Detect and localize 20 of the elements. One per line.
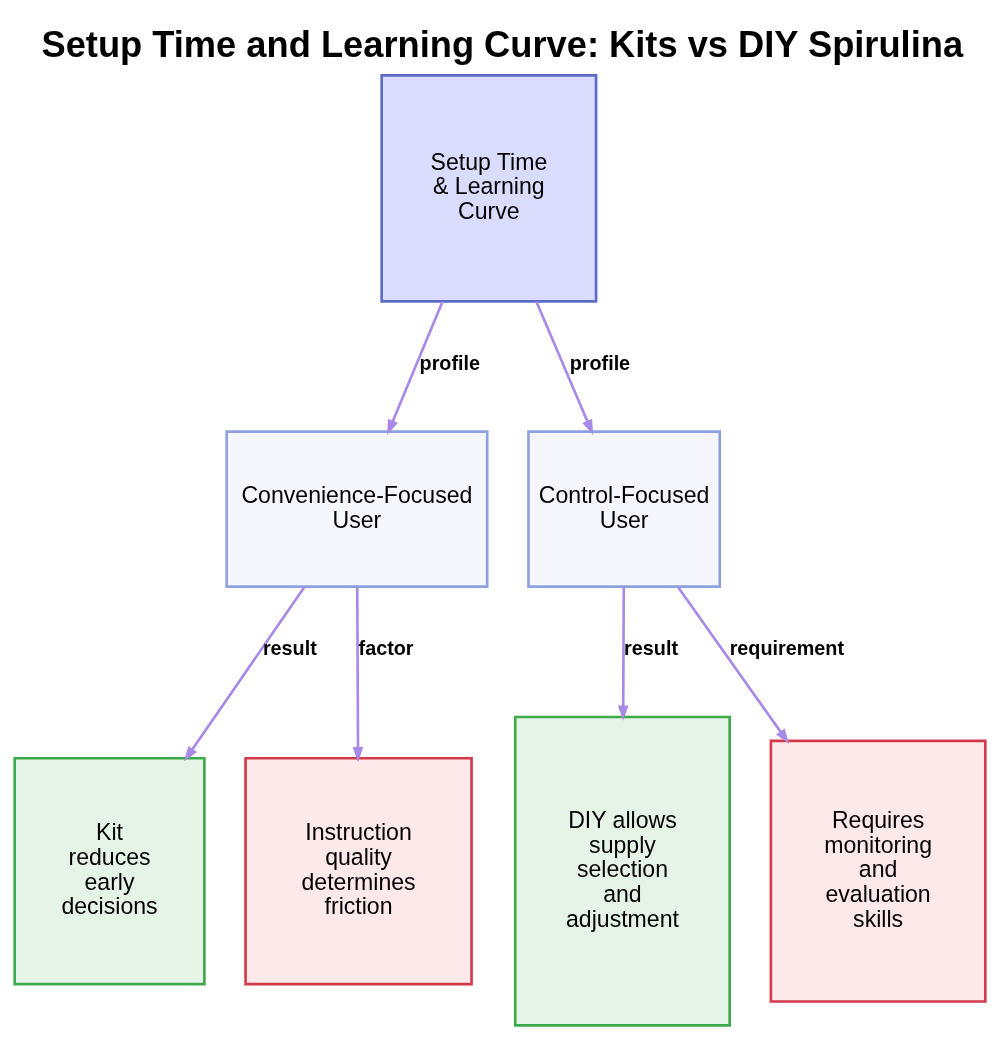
node-box: Convenience-Focused User bbox=[225, 429, 489, 588]
arrow bbox=[535, 300, 594, 435]
arrow bbox=[387, 300, 444, 435]
diagram-title: Setup Time and Learning Curve: Kits vs DIY Spirulina bbox=[41, 23, 964, 65]
edge-label: factor bbox=[358, 636, 414, 659]
node-box: Control-Focused User bbox=[527, 429, 722, 588]
node-box: Requires monitoring and evaluation skills bbox=[769, 739, 987, 1003]
arrow bbox=[184, 585, 306, 761]
arrow bbox=[352, 586, 364, 762]
edge-label: result bbox=[262, 636, 317, 659]
node-box: Kit reduces early decisions bbox=[13, 756, 206, 985]
arrow bbox=[676, 585, 790, 744]
edge-label: result bbox=[624, 636, 678, 659]
edge-label: profile bbox=[569, 351, 631, 374]
node-box: DIY allows supply selection and adjustment bbox=[513, 715, 731, 1027]
arrow bbox=[617, 586, 629, 721]
node-box: Setup Time & Learning Curve bbox=[380, 73, 598, 303]
edge-label: profile bbox=[419, 351, 481, 374]
edge-label: requirement bbox=[729, 636, 844, 659]
node-box: Instruction quality determines friction bbox=[244, 756, 473, 985]
